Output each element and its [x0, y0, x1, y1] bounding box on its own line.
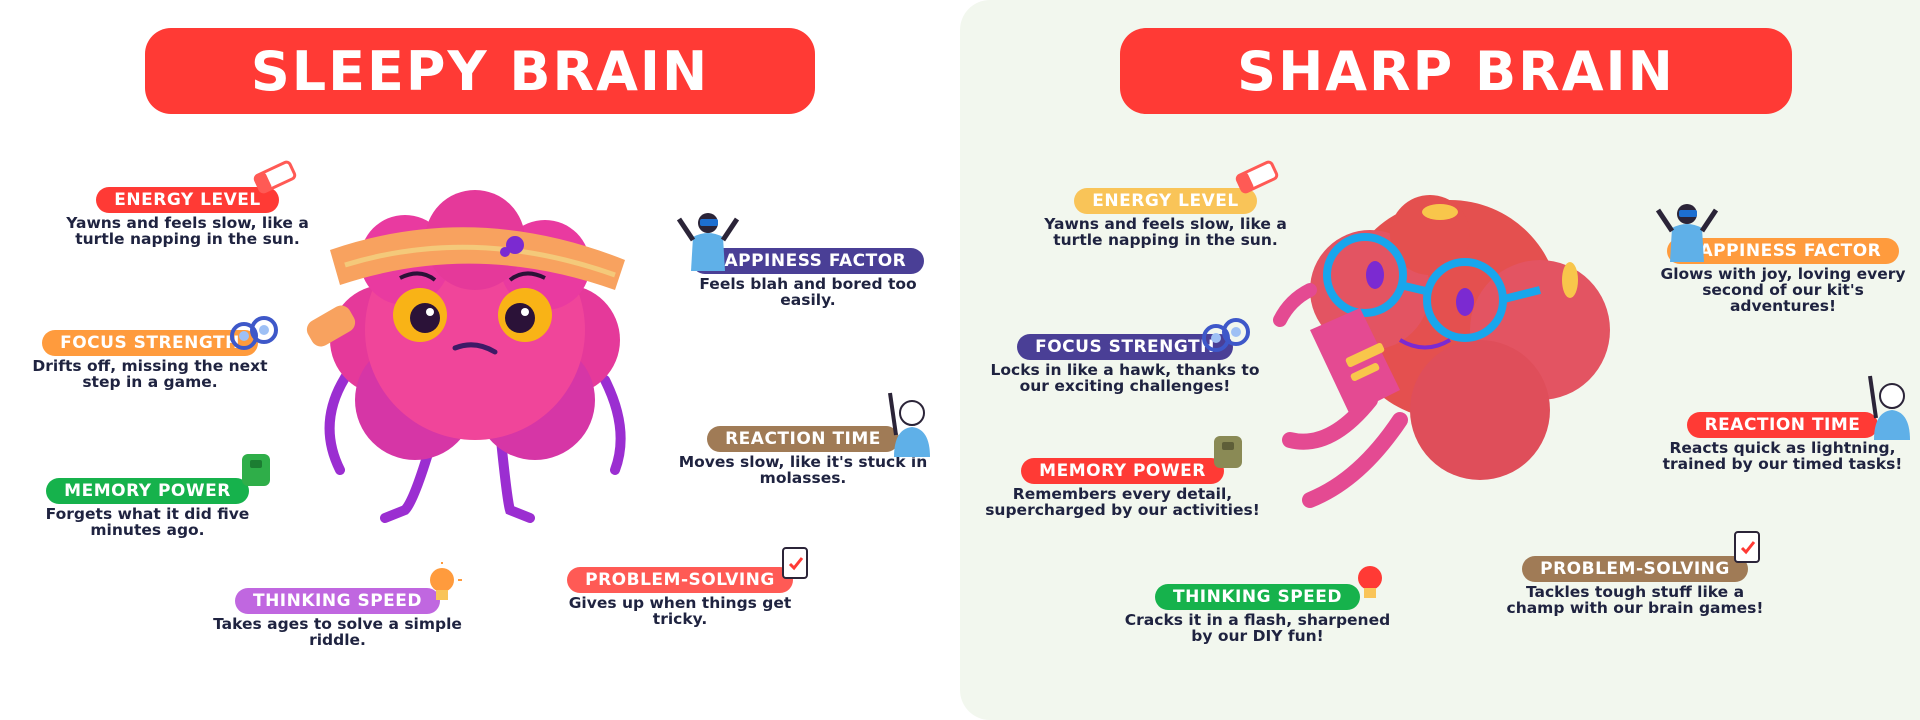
- raised-hand-person-icon: [888, 392, 930, 457]
- sharp-focus-strength: FOCUS STRENGTH Locks in like a hawk, tha…: [990, 334, 1260, 394]
- lightbulb-icon: [1358, 566, 1382, 598]
- thinking-speed-label: THINKING SPEED: [234, 588, 440, 614]
- focus-strength-label: FOCUS STRENGTH: [42, 330, 258, 356]
- problem-solving-label: PROBLEM-SOLVING: [567, 567, 793, 593]
- binoculars-icon: [1202, 318, 1250, 352]
- puzzle-block-icon: [242, 454, 270, 486]
- reaction-time-label: REACTION TIME: [707, 426, 899, 452]
- sleepy-brain-title: SLEEPY BRAIN: [145, 28, 815, 114]
- reaction-time-description: Reacts quick as lightning, trained by ou…: [1662, 439, 1903, 473]
- happiness-factor-label: HAPPINESS FACTOR: [1666, 238, 1900, 264]
- binoculars-icon: [230, 316, 278, 350]
- thinking-speed-description: Cracks it in a flash, sharpened by our D…: [1124, 611, 1391, 645]
- sleepy-focus-strength: FOCUS STRENGTH Drifts off, missing the n…: [30, 330, 270, 390]
- thinking-speed-label: THINKING SPEED: [1154, 584, 1360, 610]
- happiness-factor-description: Feels blah and bored too easily.: [699, 275, 917, 309]
- problem-solving-description: Gives up when things get tricky.: [568, 594, 792, 628]
- focus-strength-description: Locks in like a hawk, thanks to our exci…: [990, 361, 1260, 395]
- sleepy-happiness-factor: HAPPINESS FACTOR Feels blah and bored to…: [688, 248, 928, 308]
- energy-level-description: Yawns and feels slow, like a turtle napp…: [1044, 215, 1287, 249]
- happiness-factor-label: HAPPINESS FACTOR: [691, 248, 925, 274]
- sleepy-memory-power: MEMORY POWER Forgets what it did five mi…: [30, 478, 265, 538]
- problem-solving-label: PROBLEM-SOLVING: [1522, 556, 1748, 582]
- sleepy-thinking-speed: THINKING SPEED Takes ages to solve a sim…: [210, 588, 465, 648]
- reaction-time-description: Moves slow, like it's stuck in molasses.: [678, 453, 928, 487]
- lightbulb-icon: [430, 562, 462, 600]
- sharp-problem-solving: PROBLEM-SOLVING Tackles tough stuff like…: [1500, 556, 1770, 616]
- sharp-memory-power: MEMORY POWER Remembers every detail, sup…: [980, 458, 1265, 518]
- sleepy-problem-solving: PROBLEM-SOLVING Gives up when things get…: [540, 567, 820, 627]
- vr-kid-icon: [676, 213, 740, 271]
- memory-power-label: MEMORY POWER: [46, 478, 249, 504]
- energy-level-description: Yawns and feels slow, like a turtle napp…: [66, 214, 309, 248]
- energy-level-label: ENERGY LEVEL: [1074, 188, 1257, 214]
- clipboard-icon: [782, 547, 808, 579]
- eraser-icon: [253, 160, 297, 194]
- puzzle-block-icon: [1214, 436, 1242, 468]
- happiness-factor-description: Glows with joy, loving every second of o…: [1660, 265, 1906, 315]
- sleepy-brain-panel: SLEEPY BRAIN: [30, 28, 930, 648]
- raised-hand-person-icon: [1868, 375, 1910, 440]
- memory-power-label: MEMORY POWER: [1021, 458, 1224, 484]
- sleepy-reaction-time: REACTION TIME Moves slow, like it's stuc…: [678, 426, 928, 486]
- memory-power-description: Remembers every detail, supercharged by …: [985, 485, 1260, 519]
- energy-level-label: ENERGY LEVEL: [96, 187, 279, 213]
- reaction-time-label: REACTION TIME: [1686, 412, 1879, 438]
- sharp-happiness-factor: HAPPINESS FACTOR Glows with joy, loving …: [1658, 238, 1908, 314]
- sleepy-brain-illustration: [306, 190, 626, 523]
- focus-strength-description: Drifts off, missing the next step in a g…: [32, 357, 268, 391]
- clipboard-icon: [1734, 531, 1760, 563]
- sharp-energy-level: ENERGY LEVEL Yawns and feels slow, like …: [1038, 188, 1293, 248]
- sharp-reaction-time: REACTION TIME Reacts quick as lightning,…: [1660, 412, 1905, 472]
- memory-power-description: Forgets what it did five minutes ago.: [45, 505, 250, 539]
- sharp-brain-illustration: [1273, 195, 1610, 508]
- sharp-brain-title: SHARP BRAIN: [1120, 28, 1792, 114]
- sleepy-energy-level: ENERGY LEVEL Yawns and feels slow, like …: [60, 187, 315, 247]
- vr-kid-icon: [1655, 204, 1719, 262]
- eraser-icon: [1235, 160, 1279, 194]
- thinking-speed-description: Takes ages to solve a simple riddle.: [213, 615, 462, 649]
- sharp-brain-panel: SHARP BRAIN ENERGY LEVEL Yawns and: [960, 0, 1920, 720]
- focus-strength-label: FOCUS STRENGTH: [1017, 334, 1233, 360]
- sharp-thinking-speed: THINKING SPEED Cracks it in a flash, sha…: [1120, 584, 1395, 644]
- problem-solving-description: Tackles tough stuff like a champ with ou…: [1506, 583, 1764, 617]
